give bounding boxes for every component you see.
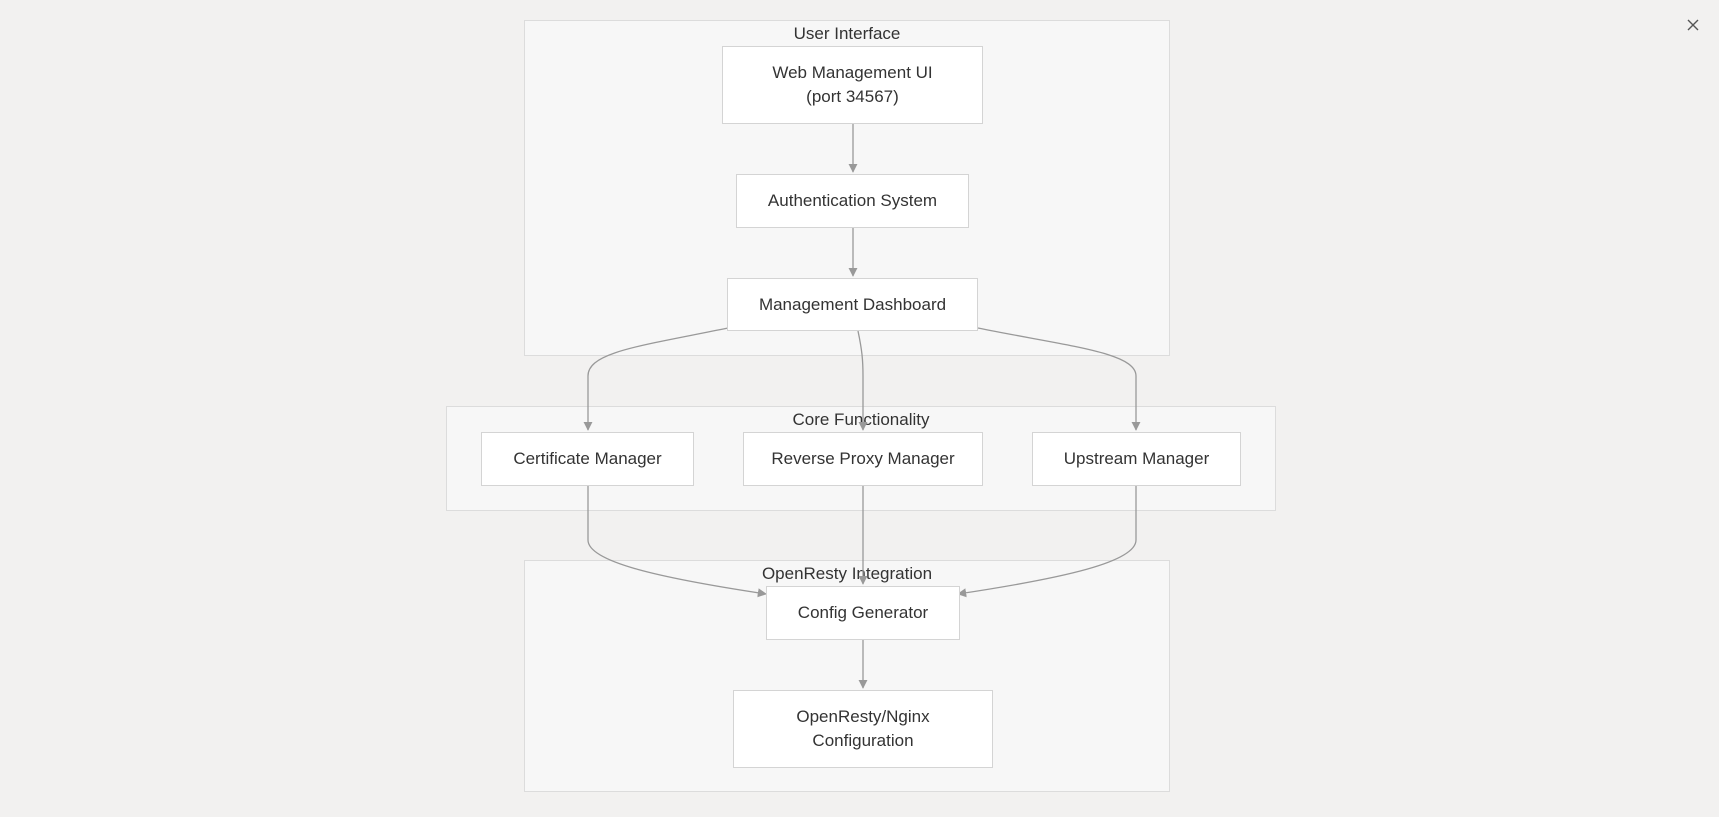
cluster-title-core-functionality: Core Functionality xyxy=(792,410,930,429)
node-management-dashboard: Management Dashboard xyxy=(727,278,978,331)
node-authentication-system: Authentication System xyxy=(736,174,969,228)
node-web-management-ui: Web Management UI (port 34567) xyxy=(722,46,983,124)
node-openresty-nginx-configuration: OpenResty/Nginx Configuration xyxy=(733,690,993,768)
cluster-title-openresty-integration: OpenResty Integration xyxy=(761,564,933,583)
close-button[interactable] xyxy=(1682,14,1704,36)
node-upstream-manager: Upstream Manager xyxy=(1032,432,1241,486)
node-config-generator: Config Generator xyxy=(766,586,960,640)
cluster-title-user-interface: User Interface xyxy=(793,24,901,43)
node-reverse-proxy-manager: Reverse Proxy Manager xyxy=(743,432,983,486)
node-certificate-manager: Certificate Manager xyxy=(481,432,694,486)
close-icon xyxy=(1687,19,1699,31)
